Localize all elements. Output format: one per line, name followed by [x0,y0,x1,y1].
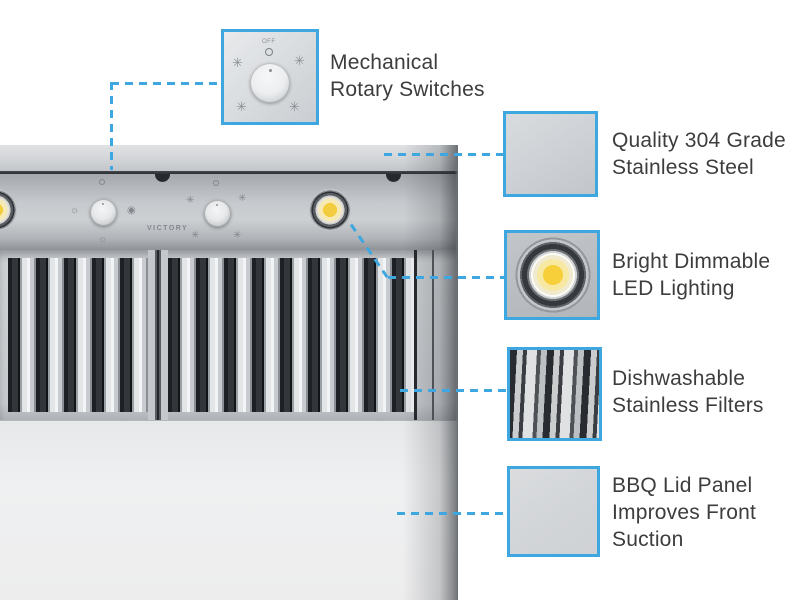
light-icon: ☼ [98,234,108,245]
off-label: OFF [262,39,276,45]
label-line: Rotary Switches [330,78,485,101]
callout-box-filters [507,347,602,441]
dimmer-icon: ◉ [127,205,136,216]
label-line: Bright Dimmable [612,250,771,273]
feature-label-rotary-switches: Mechanical Rotary Switches [330,49,485,103]
fan-speed-icon: ✳ [238,193,247,204]
fan-speed-icon: ✳ [233,230,242,241]
fan-speed-icon: ✳ [232,55,243,70]
connector-rotary-horizontal [111,82,221,85]
led-light-left [0,188,18,232]
bbq-lid-panel [0,420,458,600]
fan-speed-icon: ✳ [236,99,247,114]
feature-label-stainless-steel: Quality 304 Grade Stainless Steel [612,127,786,181]
control-knob-light: ☼ ◉ ☼ [69,178,137,246]
rotary-knob-detail [250,63,290,103]
fan-speed-icon: ✳ [294,53,305,68]
light-icon: ☼ [70,205,80,216]
off-position-icon [213,180,219,186]
connector-steel [384,153,503,156]
feature-label-bbq-lid-panel: BBQ Lid Panel Improves Front Suction [612,472,756,553]
product-photo: ☼ ◉ ☼ VICTORY ✳ ✳ ✳ ✳ [0,145,458,600]
connector-led-horizontal [388,276,504,279]
callout-box-rotary-switch: OFF ✳ ✳ ✳ ✳ [221,29,319,125]
callout-box-bbq-panel [507,466,600,557]
feature-label-stainless-filters: Dishwashable Stainless Filters [612,365,764,419]
off-position-icon [265,48,273,56]
fan-speed-icon: ✳ [186,195,195,206]
label-line: Mechanical [330,51,439,74]
label-line: Quality 304 Grade [612,129,786,152]
rotary-knob [204,200,231,227]
rotary-knob [90,199,117,226]
control-knob-fan: ✳ ✳ ✳ ✳ [183,179,251,247]
label-line: LED Lighting [612,277,735,300]
label-line: BBQ Lid Panel [612,474,753,497]
filter-panel-right [168,258,414,412]
led-light-right [308,188,352,232]
hood-top-strip [0,145,458,171]
off-position-icon [99,179,105,185]
fan-speed-icon: ✳ [191,230,200,241]
label-line: Stainless Filters [612,394,764,417]
label-line: Improves Front [612,501,757,524]
filter-divider [148,250,168,420]
fan-speed-icon: ✳ [289,99,300,114]
callout-box-led [504,230,600,320]
connector-filters [400,389,507,392]
filter-panel-left [8,258,148,412]
led-light-detail [515,237,591,313]
label-line: Dishwashable [612,367,746,390]
label-line: Stainless Steel [612,156,754,179]
connector-bbq-panel [397,512,507,515]
label-line: Suction [612,528,684,551]
feature-label-led-lighting: Bright Dimmable LED Lighting [612,248,770,302]
connector-rotary-vertical [110,82,113,170]
callout-box-stainless-steel [503,111,598,197]
hood-control-panel: ☼ ◉ ☼ VICTORY ✳ ✳ ✳ ✳ [0,174,458,250]
rotary-switch-detail: OFF ✳ ✳ ✳ ✳ [224,32,316,122]
